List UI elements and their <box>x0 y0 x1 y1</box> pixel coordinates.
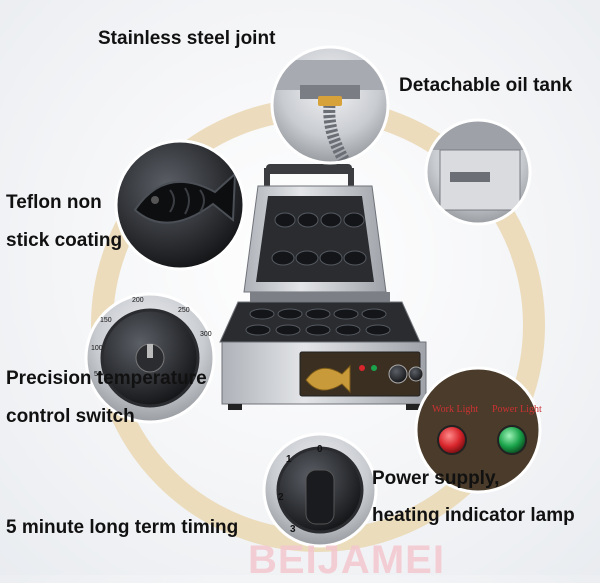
temp-dial-50: 50 <box>94 371 102 378</box>
temp-dial-250: 250 <box>178 307 190 314</box>
label-power-line1: Power supply, <box>372 468 500 489</box>
power-light-lamp <box>497 425 527 455</box>
label-stainless-steel-joint: Stainless steel joint <box>98 28 276 49</box>
tank-handle <box>450 172 490 182</box>
panel-work-lamp <box>359 365 365 371</box>
label-detachable-oil-tank: Detachable oil tank <box>399 75 573 96</box>
label-precision-line2: control switch <box>6 406 135 427</box>
bubble-timer-knob: 0 1 2 3 <box>262 432 378 548</box>
label-power-line2: heating indicator lamp <box>372 505 575 526</box>
work-light-label: Work Light <box>432 404 479 415</box>
lid-mold-plate <box>256 196 374 282</box>
work-light-lamp <box>437 425 467 455</box>
panel-temp-knob <box>388 364 408 384</box>
timer-dial-0: 0 <box>317 444 323 455</box>
bubble-indicator-lamps <box>414 366 542 494</box>
label-teflon-line2: stick coating <box>6 230 123 251</box>
bubble-stainless-joint <box>270 45 390 165</box>
panel-power-lamp <box>371 365 377 371</box>
fish-logo-icon <box>305 364 351 394</box>
timer-dial-1: 1 <box>286 454 292 465</box>
timer-dial-3: 3 <box>290 524 296 535</box>
temp-dial-100: 100 <box>91 345 103 352</box>
bubble-teflon-mold <box>114 139 246 271</box>
temp-dial-200: 200 <box>132 297 144 304</box>
bubble-oil-tank <box>424 118 532 226</box>
label-teflon-line1: Teflon non <box>6 192 102 213</box>
machine-handle <box>266 164 352 174</box>
waffle-machine <box>219 164 427 410</box>
temp-dial-150: 150 <box>100 317 112 324</box>
timer-dial-2: 2 <box>278 492 284 503</box>
power-light-label: Power Light <box>492 404 542 415</box>
label-precision-line1: Precision temperature <box>6 368 207 389</box>
bubble-temperature-knob: 200 150 100 50 250 300 <box>84 292 216 424</box>
temp-dial-300: 300 <box>200 331 212 338</box>
label-timing: 5 minute long term timing <box>6 517 239 538</box>
bottom-mold-plate <box>219 301 421 343</box>
brand-watermark: BEIJAMEI <box>248 538 445 582</box>
panel-timer-knob <box>408 366 424 382</box>
